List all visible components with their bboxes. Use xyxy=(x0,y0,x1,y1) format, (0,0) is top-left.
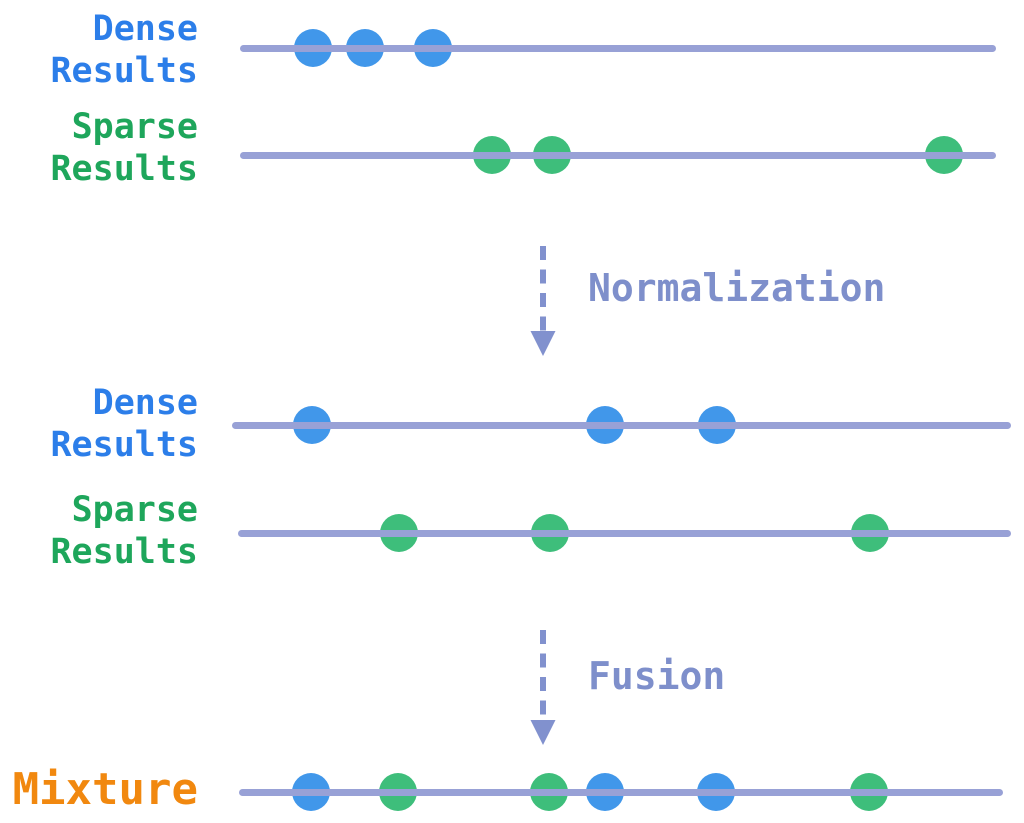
normalization-arrow-down-icon xyxy=(530,246,556,356)
dense-normalized-line xyxy=(232,421,1011,429)
sparse-initial-line xyxy=(240,151,996,159)
mixture-line xyxy=(239,788,1003,796)
dense-results-label-normalized: Dense Results xyxy=(50,383,198,465)
sparse-results-label-initial: Sparse Results xyxy=(50,107,198,189)
normalization-step-label: Normalization xyxy=(588,266,886,310)
sparse-normalized-line xyxy=(238,529,1011,537)
dense-results-label-initial: Dense Results xyxy=(50,9,198,91)
mixture-label: Mixture xyxy=(12,764,198,815)
fusion-step-label: Fusion xyxy=(588,654,726,698)
fusion-arrow-down-icon xyxy=(530,630,556,745)
sparse-results-label-normalized: Sparse Results xyxy=(50,490,198,572)
dense-initial-line xyxy=(240,44,996,52)
